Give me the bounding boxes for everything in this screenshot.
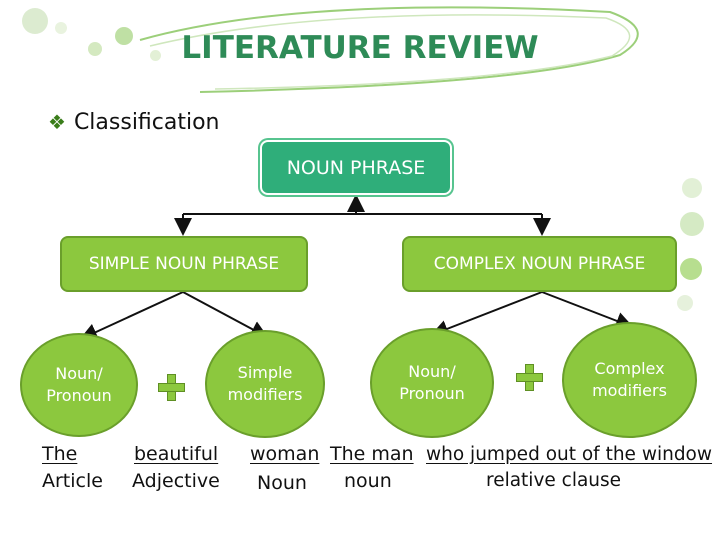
complex-modifier-ellipse: Complex modifiers: [562, 322, 697, 438]
complex-head-ellipse: Noun/Pronoun: [370, 328, 494, 438]
diamond-bullet-icon: ❖: [48, 110, 66, 134]
decor-circle: [22, 8, 48, 34]
plus-icon: [158, 374, 185, 401]
example-the-man: The man: [330, 443, 414, 465]
example-noun-lower: noun: [344, 470, 392, 492]
ellipse-text: Pronoun: [399, 384, 465, 403]
decor-circle: [677, 295, 693, 311]
ellipse-text: Pronoun: [46, 386, 112, 405]
ellipse-text: modifiers: [592, 381, 667, 400]
decor-circle: [88, 42, 102, 56]
ellipse-text: Noun/: [408, 362, 456, 382]
example-the: The: [42, 443, 78, 465]
decor-circle: [680, 212, 704, 236]
decor-circle: [680, 258, 702, 280]
page-title: LITERATURE REVIEW: [181, 30, 539, 66]
classification-label: Classification: [73, 110, 220, 135]
simple-modifier-ellipse: Simple modifiers: [205, 330, 325, 438]
decor-circle: [115, 27, 133, 45]
ellipse-text: Simple: [237, 363, 293, 383]
noun-phrase-box: NOUN PHRASE: [260, 140, 452, 195]
example-article: Article: [42, 470, 103, 492]
example-noun: Noun: [257, 472, 307, 494]
decor-circle: [150, 50, 161, 61]
example-relative-clause: relative clause: [486, 470, 622, 491]
simple-noun-phrase-box: SIMPLE NOUN PHRASE: [60, 236, 308, 292]
example-clause: who jumped out of the window: [426, 444, 713, 465]
decor-circle: [55, 22, 67, 34]
example-beautiful: beautiful: [134, 443, 219, 465]
simple-head-ellipse: Noun/Pronoun: [20, 333, 138, 437]
example-adjective: Adjective: [132, 470, 220, 492]
ellipse-text: modifiers: [227, 385, 303, 404]
ellipse-text: Complex: [594, 359, 665, 379]
classification-bullet: ❖ Classification: [48, 110, 220, 135]
ellipse-text: Noun/: [55, 364, 103, 384]
example-woman: woman: [250, 443, 320, 465]
complex-noun-phrase-box: COMPLEX NOUN PHRASE: [402, 236, 677, 292]
plus-icon: [516, 364, 543, 391]
decor-circle: [682, 178, 702, 198]
